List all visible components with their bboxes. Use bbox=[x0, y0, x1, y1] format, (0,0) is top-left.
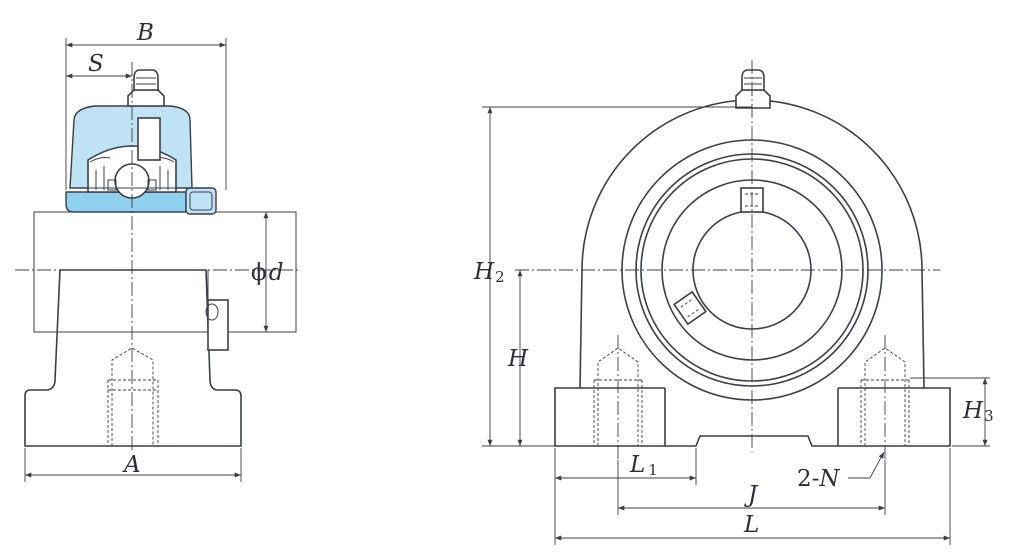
front-bolt-hidden-left bbox=[593, 347, 643, 446]
side-view: B S ϕd A bbox=[15, 20, 300, 482]
label-H3: H3 bbox=[962, 398, 994, 425]
label-B: B bbox=[136, 20, 154, 46]
housing-outline bbox=[554, 99, 951, 447]
front-bolt-hidden-right bbox=[860, 347, 910, 446]
side-bolt-hidden bbox=[107, 347, 159, 446]
grease-fitting-side bbox=[127, 69, 165, 161]
label-H2: H2 bbox=[473, 259, 505, 286]
label-J: J bbox=[744, 482, 759, 508]
label-phi-d: ϕd bbox=[251, 260, 283, 286]
side-base bbox=[24, 269, 242, 447]
label-H: H bbox=[507, 346, 529, 372]
label-phi-symbol: ϕ bbox=[251, 260, 267, 286]
label-A: A bbox=[122, 452, 141, 478]
label-2-N: 2-N bbox=[797, 466, 840, 492]
grease-fitting-front bbox=[735, 69, 771, 109]
label-L: L bbox=[743, 512, 759, 538]
label-S: S bbox=[88, 51, 104, 77]
label-d: d bbox=[269, 260, 284, 286]
